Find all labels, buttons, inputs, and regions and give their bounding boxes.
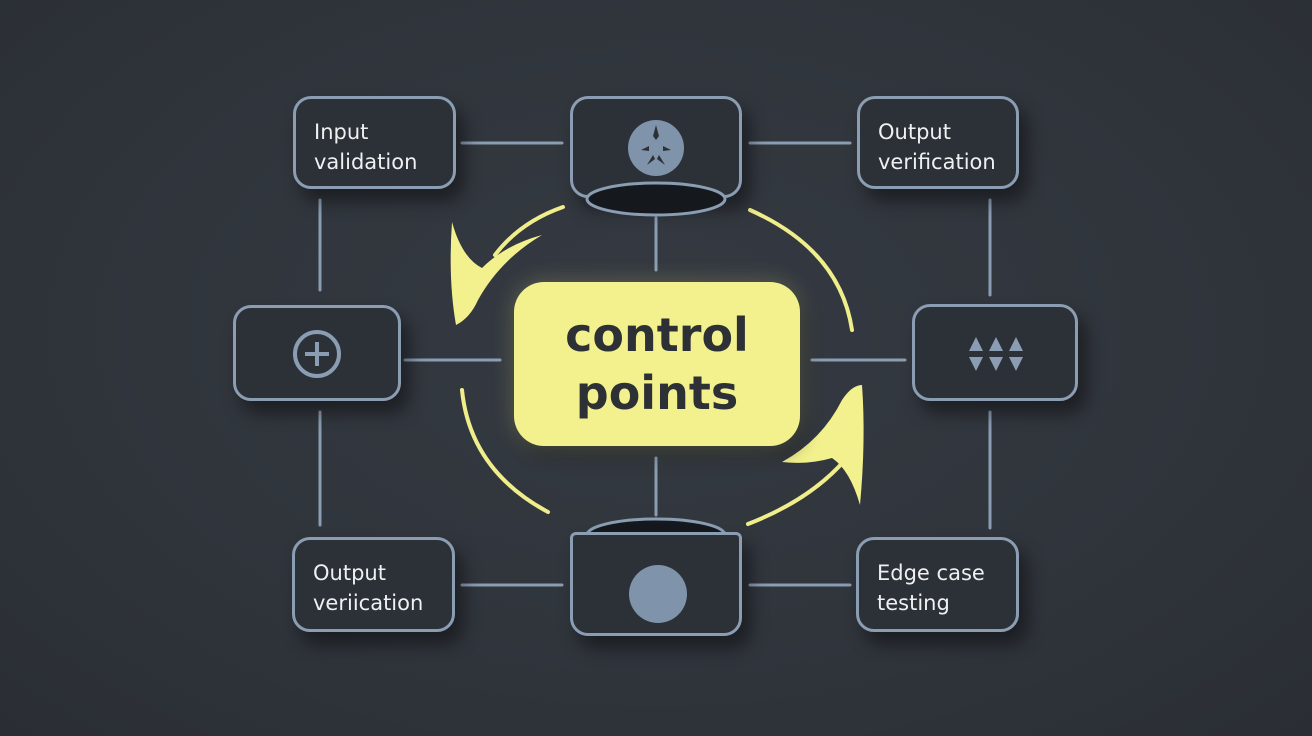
cycle-arc [493,205,565,257]
wave-triangles-icon [969,337,1023,371]
cycle-arc [746,458,847,526]
center-label-line: points [575,366,739,420]
node-label: verification [878,150,996,174]
node-output-veriication[interactable]: Output veriication [292,537,455,632]
node-bottom-center[interactable] [570,532,742,636]
node-label: Input [314,120,369,144]
node-label: testing [877,591,950,615]
center-label-line: control [565,308,749,362]
node-input-validation[interactable]: Input validation [293,96,456,189]
node-label: validation [314,150,418,174]
node-label: veriication [313,591,424,615]
node-label: Edge case [877,561,985,585]
node-edge-case-testing[interactable]: Edge case testing [856,537,1019,632]
node-top-center[interactable] [570,96,742,198]
node-label: Output [313,561,386,585]
cycle-arc [460,388,550,514]
node-label: Output [878,120,951,144]
node-output-verification[interactable]: Output verification [857,96,1019,189]
plus-circle-icon [293,330,341,378]
cycle-arrow-head [450,222,542,325]
node-mid-right[interactable] [912,304,1078,401]
node-mid-left[interactable] [233,305,401,401]
cycle-arc [748,208,854,332]
cylinder-bottom-lip-icon [585,181,727,217]
cycle-arrow-head [782,385,864,505]
sparkle-circle-icon [628,120,684,176]
control-points-label: control points [514,282,800,446]
filled-circle-icon [629,565,687,623]
